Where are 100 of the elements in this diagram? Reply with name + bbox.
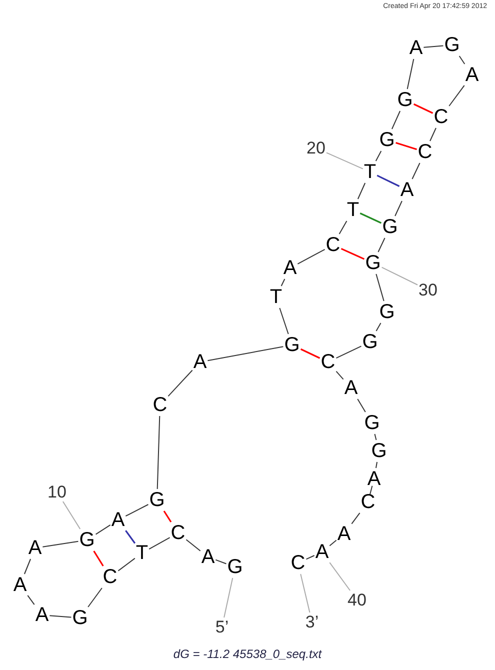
backbone-line (375, 462, 378, 468)
nucleotide-letter: T (364, 162, 376, 182)
backbone-line (297, 248, 326, 264)
leader-line (300, 574, 310, 613)
backbone-line (336, 370, 344, 380)
position-number: 10 (48, 484, 66, 500)
backbone-line (448, 84, 465, 106)
base-pair-line (340, 248, 365, 260)
nucleotide-letter: A (35, 605, 49, 625)
backbone-line (125, 504, 149, 517)
caption: dG = -11.2 45538_0_seq.txt (172, 647, 323, 661)
backbone-line (376, 322, 382, 332)
backbone-line (88, 588, 102, 608)
nucleotide-letter: T (346, 200, 360, 220)
nucleotide-letter: G (364, 413, 380, 433)
base-pair-line (300, 348, 320, 359)
position-number: 40 (348, 592, 366, 608)
nucleotide-letter: A (344, 378, 358, 398)
backbone-line (412, 162, 420, 180)
leader-line (224, 578, 234, 618)
base-pair-line (376, 174, 400, 187)
backbone-line (24, 558, 32, 574)
backbone-line (357, 398, 366, 412)
leader-line (329, 562, 351, 591)
backbone-line (49, 615, 72, 618)
backbone-line (406, 58, 414, 90)
backbone-line (374, 434, 377, 440)
nucleotide-letter: G (227, 557, 243, 577)
nucleotide-letter: G (397, 90, 413, 110)
nucleotide-letter: A (111, 510, 125, 530)
backbone-line (357, 182, 366, 200)
backbone-line (186, 539, 201, 552)
backbone-line (430, 128, 436, 142)
nucleotide-letter: G (371, 441, 387, 461)
nucleotide-letter: G (365, 253, 381, 273)
nucleotide-letter: G (79, 530, 95, 550)
nucleotide-letter: A (465, 65, 479, 85)
position-number: 20 (306, 140, 326, 156)
backbone-line (329, 540, 337, 546)
base-pair-line (125, 530, 136, 544)
backbone-line (458, 56, 466, 64)
nucleotide-letter: G (72, 608, 88, 628)
nucleotide-letter: C (360, 492, 376, 512)
backbone-line (27, 594, 35, 606)
base-pair-line (360, 212, 382, 224)
backbone-line (306, 555, 315, 560)
backbone-line (378, 238, 386, 252)
nucleotide-letter: C (326, 235, 340, 255)
nucleotide-letter: A (409, 38, 423, 58)
base-pair-line (396, 142, 418, 150)
backbone-line (42, 540, 79, 548)
position-number: 30 (418, 282, 438, 298)
nucleotide-letter: G (382, 217, 398, 237)
backbone-line (423, 45, 444, 48)
backbone-line (156, 416, 160, 490)
nucleotide-letter: C (320, 352, 336, 372)
nucleotide-letter: C (170, 523, 186, 543)
strand-end-label: 3’ (305, 614, 319, 630)
leader-line (381, 266, 418, 286)
nucleotide-letter: C (434, 107, 448, 127)
backbone-line (279, 308, 289, 334)
nucleotide-letter: A (367, 469, 381, 489)
leader-line (62, 501, 81, 530)
nucleotide-letter: A (400, 180, 414, 200)
backbone-line (391, 110, 401, 130)
nucleotide-letter: C (418, 142, 432, 162)
nucleotide-letter: G (149, 490, 165, 510)
backbone-line (148, 537, 170, 550)
nucleotide-letter: G (379, 130, 395, 150)
backbone-line (118, 558, 136, 572)
base-pair-line (93, 550, 104, 566)
backbone-line (95, 524, 111, 535)
backbone-line (215, 559, 227, 564)
nucleotide-letter: T (136, 543, 148, 563)
backbone-line (336, 346, 362, 359)
base-pair-line (163, 510, 172, 522)
nucleotide-letter: T (270, 287, 282, 307)
nucleotide-letter: A (283, 258, 297, 278)
nucleotide-letter: C (290, 553, 306, 573)
backbone-line (207, 346, 284, 362)
backbone-line (280, 278, 286, 286)
base-pair-line (413, 103, 434, 114)
backbone-line (168, 370, 193, 397)
strand-end-label: 5’ (215, 618, 229, 636)
backbone-line (338, 220, 348, 234)
backbone-line (351, 512, 360, 524)
nucleotide-letter: A (193, 352, 207, 372)
backbone-line (375, 150, 382, 162)
nucleotide-letter: A (337, 524, 351, 544)
backbone-line (394, 200, 402, 216)
nucleotide-letter: G (362, 332, 378, 352)
nucleotide-letter: A (13, 575, 27, 595)
nucleotide-letter: G (284, 335, 300, 355)
backbone-line (376, 274, 384, 302)
nucleotide-letter: A (28, 538, 42, 558)
nucleotide-letter: A (201, 547, 215, 567)
nucleotide-letter: C (102, 567, 118, 587)
nucleotide-letter: G (379, 302, 395, 322)
leader-line (326, 152, 364, 170)
backbone-line (369, 485, 373, 496)
